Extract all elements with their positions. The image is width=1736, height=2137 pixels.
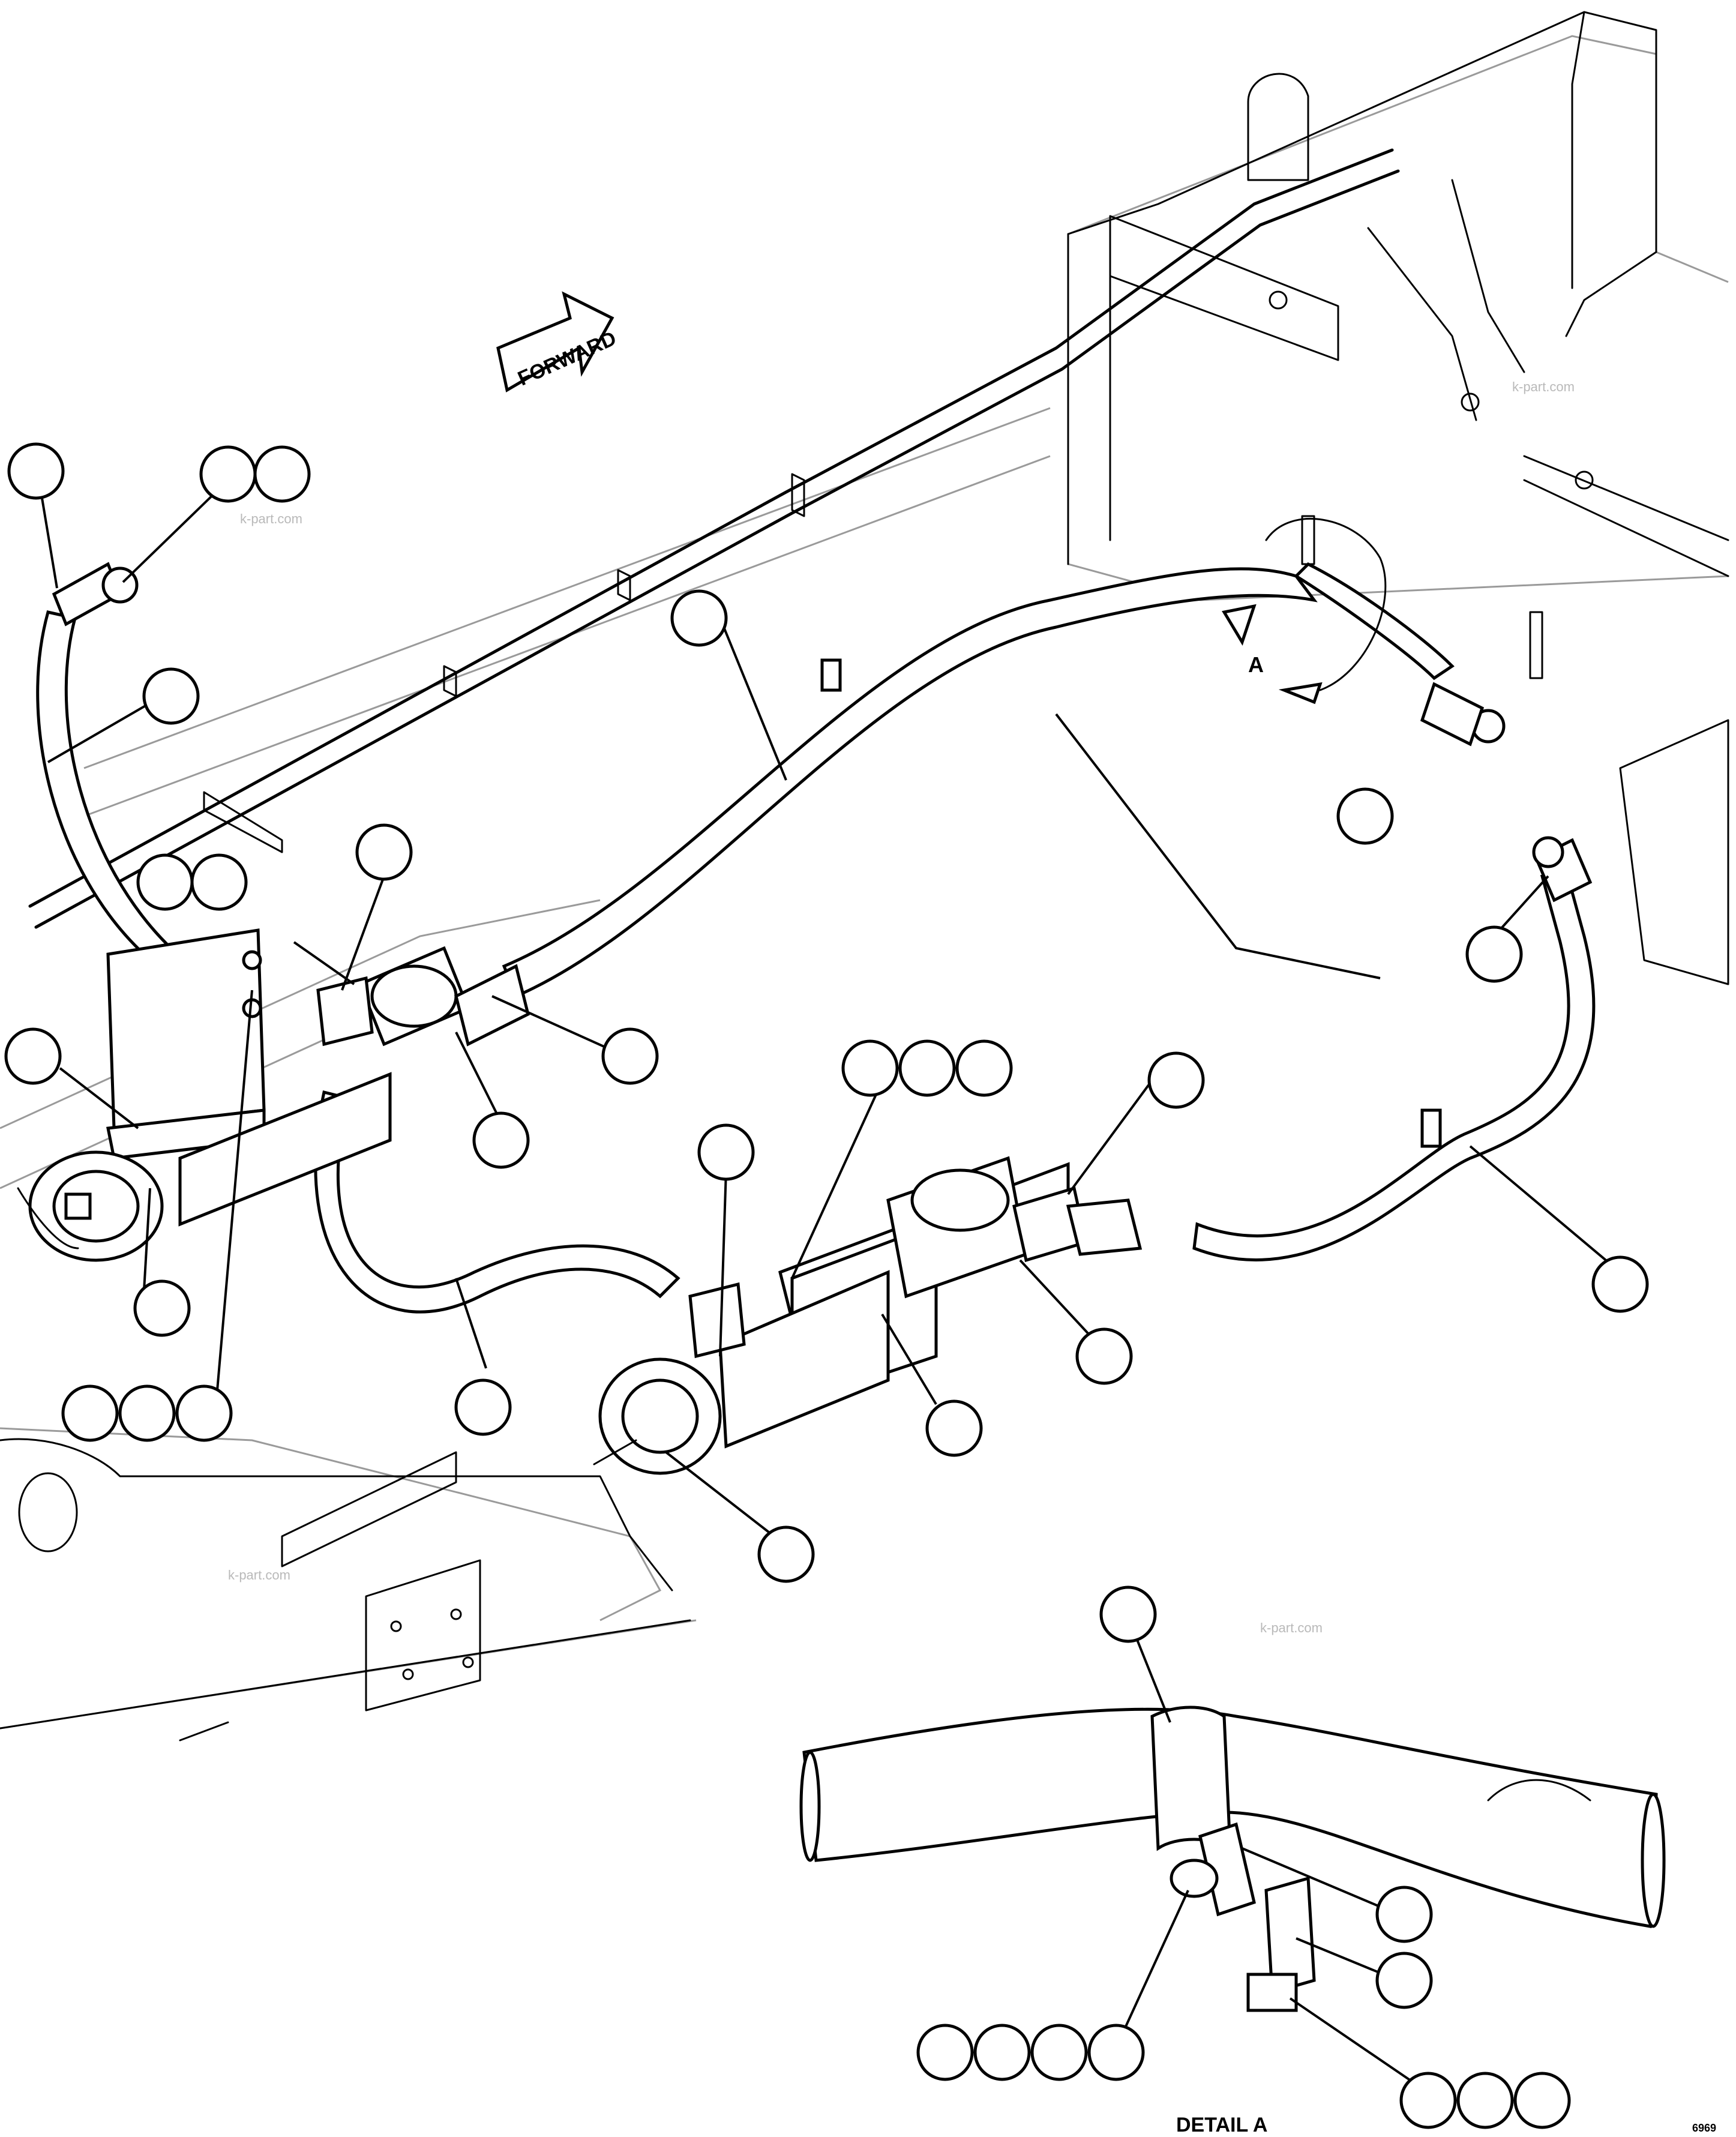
callout-balloon (118, 1384, 176, 1442)
drawing-number: 6969 (1692, 2122, 1716, 2134)
detail-a-marker: A (1222, 517, 1387, 705)
callout-balloon (955, 1039, 1013, 1097)
callout-balloon (136, 853, 194, 911)
callout-balloon (1456, 2072, 1514, 2129)
callout-leader-line (122, 485, 223, 583)
left-valve-assembly (17, 928, 530, 1262)
callout-leader-line (1242, 1847, 1399, 1916)
callout-balloon (1075, 1327, 1133, 1385)
callout-balloon (175, 1384, 233, 1442)
callout-leader-line (719, 618, 787, 781)
callout-balloon (916, 2024, 974, 2081)
callout-balloon (1375, 1952, 1433, 2009)
machine-frame (0, 35, 1729, 1730)
callout-balloon (142, 667, 200, 725)
callout-balloon (1465, 925, 1523, 983)
callout-balloon (61, 1384, 119, 1442)
callout-leader-line (791, 1068, 889, 1279)
callout-leader-line (719, 1170, 727, 1357)
callout-balloon (670, 589, 728, 647)
callout-leader-line (341, 876, 385, 991)
callout-balloon (133, 1279, 191, 1337)
detail-a-view (799, 1706, 1666, 2012)
callout-balloon (7, 442, 65, 500)
callout-balloon (454, 1378, 512, 1436)
fittings (52, 562, 1593, 1148)
callout-leader-line (1133, 1632, 1171, 1723)
front-frame (0, 1438, 691, 1742)
callout-balloon (1030, 2024, 1088, 2081)
center-valve-assembly (593, 1156, 1143, 1475)
callout-balloon (841, 1039, 899, 1097)
callout-balloon (1087, 2024, 1145, 2081)
callout-leader-line (455, 1032, 499, 1117)
callout-balloon (697, 1123, 755, 1181)
callout-balloon (1399, 2072, 1457, 2129)
callout-leader-line (1469, 1145, 1621, 1273)
callout-leader-line (1493, 875, 1549, 937)
watermark: k-part.com (1512, 379, 1575, 394)
callout-balloon (1336, 787, 1394, 845)
callout-balloon (925, 1399, 983, 1457)
upper-tube (28, 148, 1400, 929)
callout-leader-line (1019, 1259, 1099, 1345)
callout-balloon (1099, 1585, 1157, 1643)
watermark: k-part.com (240, 511, 302, 526)
callout-balloon (1513, 2072, 1571, 2129)
callout-leader-line (215, 990, 253, 1405)
callout-leader-line (41, 497, 58, 589)
callout-balloon (4, 1027, 62, 1085)
detail-marker-label: A (1248, 652, 1264, 677)
callout-leader-line (491, 995, 613, 1051)
watermark: k-part.com (228, 1567, 290, 1582)
callout-leader-line (59, 1067, 139, 1129)
forward-arrow: FORWARD (496, 291, 620, 392)
callout-balloon (973, 2024, 1031, 2081)
callout-balloon (1375, 1886, 1433, 1943)
watermark: k-part.com (1260, 1620, 1323, 1635)
detail-a-title: DETAIL A (1176, 2114, 1267, 2136)
callouts (4, 442, 1649, 2129)
callout-leader-line (1121, 1890, 1189, 2035)
callout-balloon (199, 445, 257, 503)
callout-balloon (253, 445, 311, 503)
callout-leader-line (47, 695, 163, 763)
callout-leader-line (455, 1278, 487, 1369)
callout-leader-line (1055, 713, 1381, 979)
callout-balloon (355, 823, 413, 881)
callout-leader-line (881, 1313, 937, 1405)
rear-chassis (1067, 11, 1729, 985)
callout-balloon (601, 1027, 659, 1085)
callout-leader-line (1289, 1997, 1423, 2090)
callout-balloon (898, 1039, 956, 1097)
callout-balloon (1147, 1051, 1205, 1109)
callout-leader-line (293, 941, 355, 985)
hoses (36, 562, 1596, 1314)
callout-balloon (1591, 1255, 1649, 1313)
callout-balloon (472, 1111, 530, 1169)
callout-leader-line (1067, 1079, 1153, 1195)
callout-leader-line (143, 1188, 151, 1291)
callout-balloon (757, 1525, 815, 1583)
callout-balloon (190, 853, 248, 911)
callout-leader-line (665, 1451, 775, 1537)
